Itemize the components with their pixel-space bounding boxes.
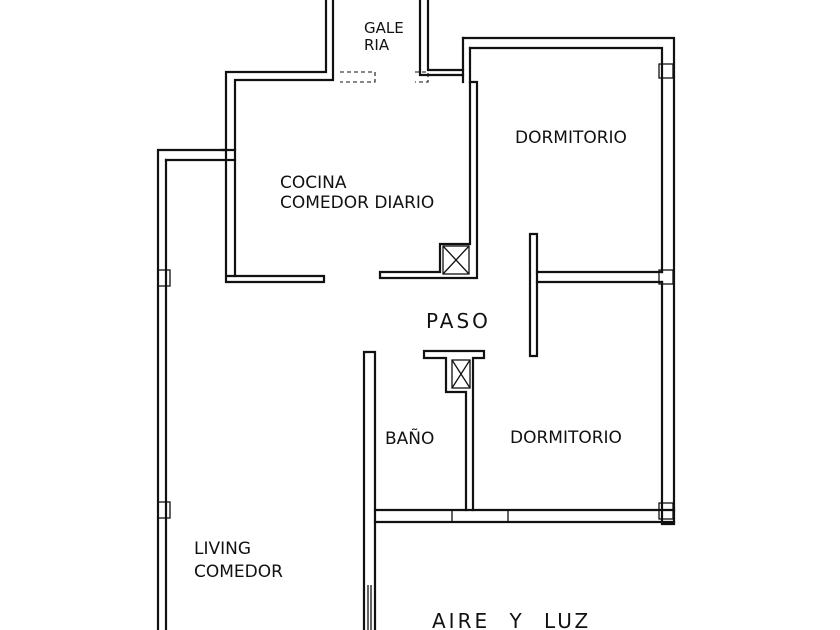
living-label-line1: LIVING xyxy=(194,539,251,559)
galeria-label-line2: RIA xyxy=(364,36,390,54)
galeria-label-line1: GALE xyxy=(364,19,404,37)
dormitorio-1-label: DORMITORIO xyxy=(515,128,627,148)
room-labels: GALE RIA COCINA COMEDOR DIARIO DORMITORI… xyxy=(194,19,627,630)
dormitorio-1-walls xyxy=(461,36,676,526)
left-exterior-wall xyxy=(157,86,237,630)
cocina-label-line2: COMEDOR DIARIO xyxy=(280,193,434,213)
bano-walls xyxy=(362,349,676,630)
cocina-label-line1: COCINA xyxy=(280,173,347,193)
paso-label: PASO xyxy=(426,309,491,333)
dormitorio-2-label: DORMITORIO xyxy=(510,428,622,448)
aire-luz-label: AIRE Y LUZ xyxy=(432,609,591,630)
living-label-line2: COMEDOR xyxy=(194,562,283,582)
galeria-walls xyxy=(156,0,465,630)
cocina-walls xyxy=(224,80,479,284)
bano-label: BAÑO xyxy=(385,427,434,449)
